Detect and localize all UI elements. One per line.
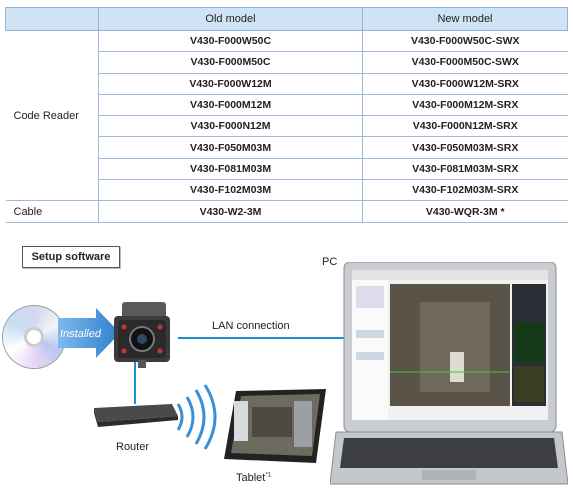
old-model-cell: V430-F000W50C [98, 29, 363, 53]
new-model-cell: V430-F000W12M-SRX [362, 72, 568, 95]
old-model-cell: V430-F000N12M [98, 115, 363, 138]
tablet-label: Tablet*1 [236, 472, 271, 484]
new-model-cell: V430-WQR-3M * [362, 200, 568, 223]
installed-label: Installed [58, 328, 103, 340]
cd-disc-icon [3, 306, 65, 368]
old-model-cell: V430-W2-3M [98, 200, 363, 223]
router-device-icon [94, 404, 178, 427]
new-model-cell: V430-F000M12M-SRX [362, 93, 568, 117]
row-category-code-reader: Code Reader [5, 29, 99, 202]
wireless-signal-icon [176, 384, 217, 450]
row-category-cable: Cable [5, 200, 99, 223]
tablet-label-text: Tablet [236, 472, 266, 484]
new-model-cell: V430-F000N12M-SRX [362, 115, 568, 138]
table-row: V430-F081M03M V430-F081M03M-SRX [6, 157, 568, 181]
pc-label: PC [322, 256, 338, 268]
new-model-cell: V430-F050M03M-SRX [362, 136, 568, 159]
table-row: Code Reader V430-F000W50C V430-F000W50C-… [5, 29, 568, 202]
old-model-cell: V430-F000W12M [98, 72, 363, 95]
lan-cable-line [178, 337, 353, 339]
new-model-cell: V430-F102M03M-SRX [362, 179, 568, 202]
tablet-device-icon [224, 389, 326, 463]
old-model-cell: V430-F102M03M [98, 179, 363, 202]
old-model-cell: V430-F081M03M [98, 157, 363, 181]
table-row: V430-F102M03M V430-F102M03M-SRX [6, 179, 568, 202]
laptop-pc-icon [330, 262, 568, 485]
table-header-row: Old model New model [5, 7, 568, 31]
new-model-cell: V430-F000M50C-SWX [362, 51, 568, 74]
header-old-model: Old model [98, 7, 363, 31]
new-model-cell: V430-F081M03M-SRX [362, 157, 568, 181]
setup-software-label: Setup software [22, 246, 120, 268]
table-row: Cable V430-W2-3M V430-WQR-3M * [5, 200, 568, 223]
router-cable-line [134, 360, 136, 404]
table-row: V430-F000N12M V430-F000N12M-SRX [6, 115, 568, 138]
install-arrow-icon [58, 308, 120, 358]
new-model-cell: V430-F000W50C-SWX [362, 29, 568, 53]
header-new-model: New model [362, 7, 568, 31]
code-reader-device-icon [114, 302, 170, 368]
model-table: Old model New model Code Reader V430-F00… [5, 7, 568, 223]
tablet-footnote: *1 [265, 472, 272, 479]
header-blank [5, 7, 99, 31]
table-row: V430-F000W12M V430-F000W12M-SRX [6, 72, 568, 95]
old-model-cell: V430-F000M12M [98, 93, 363, 117]
table-row: V430-F050M03M V430-F050M03M-SRX [6, 136, 568, 159]
router-label: Router [116, 441, 150, 453]
lan-connection-label: LAN connection [212, 320, 290, 332]
old-model-cell: V430-F000M50C [98, 51, 363, 74]
old-model-cell: V430-F050M03M [98, 136, 363, 159]
table-row: V430-F000M50C V430-F000M50C-SWX [6, 51, 568, 74]
